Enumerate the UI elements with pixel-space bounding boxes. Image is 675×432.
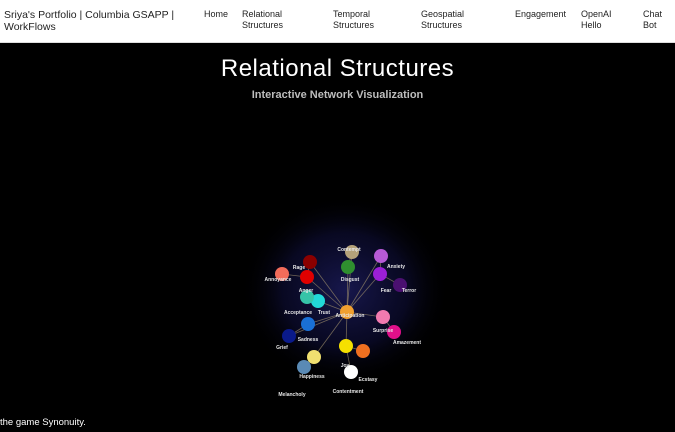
network-label-rage: Rage [293,265,305,271]
network-edge [303,356,315,368]
network-node-rage[interactable] [303,255,317,269]
network-label-trust: Trust [318,310,331,316]
network-label-sadness: Sadness [298,337,319,343]
network-edge [379,255,382,275]
nav-relational-structures[interactable]: Relational Structures [242,9,284,30]
page-subtitle: Interactive Network Visualization [251,89,424,101]
network-node-joy[interactable] [339,339,353,353]
network-nodes [275,245,407,379]
network-node-acceptance[interactable] [300,290,314,304]
nav-engagement[interactable]: Engagement [515,9,567,19]
network-edge [346,273,381,313]
network-edge [309,261,348,313]
nav-chat-bot[interactable]: Chat Bot [643,9,663,30]
network-edge [346,255,382,313]
page-title: Relational Structures [220,55,455,82]
network-label-ecstasy: Ecstasy [359,377,378,383]
network-edge [347,251,353,268]
network-node-anxiety[interactable] [374,249,388,263]
network-node-serenity[interactable] [356,344,370,358]
network-node-anticipation[interactable] [340,305,354,319]
network-node-melancholy[interactable] [297,360,311,374]
network-edge [379,273,401,286]
nav-geospatial-structures[interactable]: Geospatial Structures [421,9,465,30]
network-node-sadness[interactable] [301,317,315,331]
network-edge [317,300,348,313]
site-brand[interactable]: Sriya's Portfolio | Columbia GSAPP | Wor… [4,9,175,33]
network-label-melancholy: Melancholy [278,392,305,398]
network-label-anxiety: Anxiety [387,264,405,270]
network-node-ecstasy[interactable] [344,365,358,379]
network-edges [281,251,401,373]
network-edge [307,311,348,325]
network-node-terror[interactable] [393,278,407,292]
network-node-disgust[interactable] [341,260,355,274]
network-glow-background [240,195,450,385]
network-node-amazement[interactable] [387,325,401,339]
network-label-annoyance: Annoyance [265,277,292,283]
network-label-grief: Grief [276,345,288,351]
network-label-disgust: Disgust [341,277,360,283]
network-edge [382,316,395,333]
nav-home[interactable]: Home [204,9,229,19]
network-edge [345,345,364,352]
footer-text: the game Synonuity. [0,417,86,428]
network-label-terror: Terror [402,288,416,294]
network-edge [306,261,311,278]
network-label-surprise: Surprise [373,328,394,334]
network-edge [288,311,348,337]
network-edge [346,311,384,318]
nav-openai-hello[interactable]: OpenAI Hello [581,9,612,30]
nav-temporal-structures[interactable]: Temporal Structures [333,9,375,30]
network-node-surprise[interactable] [376,310,390,324]
network-node-trust[interactable] [311,294,325,308]
network-node-happiness[interactable] [307,350,321,364]
network-node-grief[interactable] [282,329,296,343]
network-edge [345,311,348,347]
network-edge [313,311,348,358]
network-edge [306,296,319,302]
network-label-contempt: Contempt [337,247,361,253]
network-label-anticipation: Anticipation [336,313,365,319]
network-edge [346,266,349,313]
network-label-acceptance: Acceptance [284,310,312,316]
network-label-fear: Fear [381,288,392,294]
network-edge [306,276,348,313]
network-edge [346,251,353,313]
network-edge [288,323,309,337]
network-label-contentment: Contentment [333,389,364,395]
network-node-contempt[interactable] [345,245,359,259]
network-node-annoyance[interactable] [275,267,289,281]
network-label-happiness: Happiness [299,374,325,380]
network-label-joy: Joy [341,363,350,369]
network-edge [281,273,308,278]
network-label-anger: Anger [299,288,314,294]
network-node-fear[interactable] [373,267,387,281]
network-label-amazement: Amazement [393,340,421,346]
top-navbar: Sriya's Portfolio | Columbia GSAPP | Wor… [0,0,675,43]
network-edge [345,345,352,373]
network-node-anger[interactable] [300,270,314,284]
